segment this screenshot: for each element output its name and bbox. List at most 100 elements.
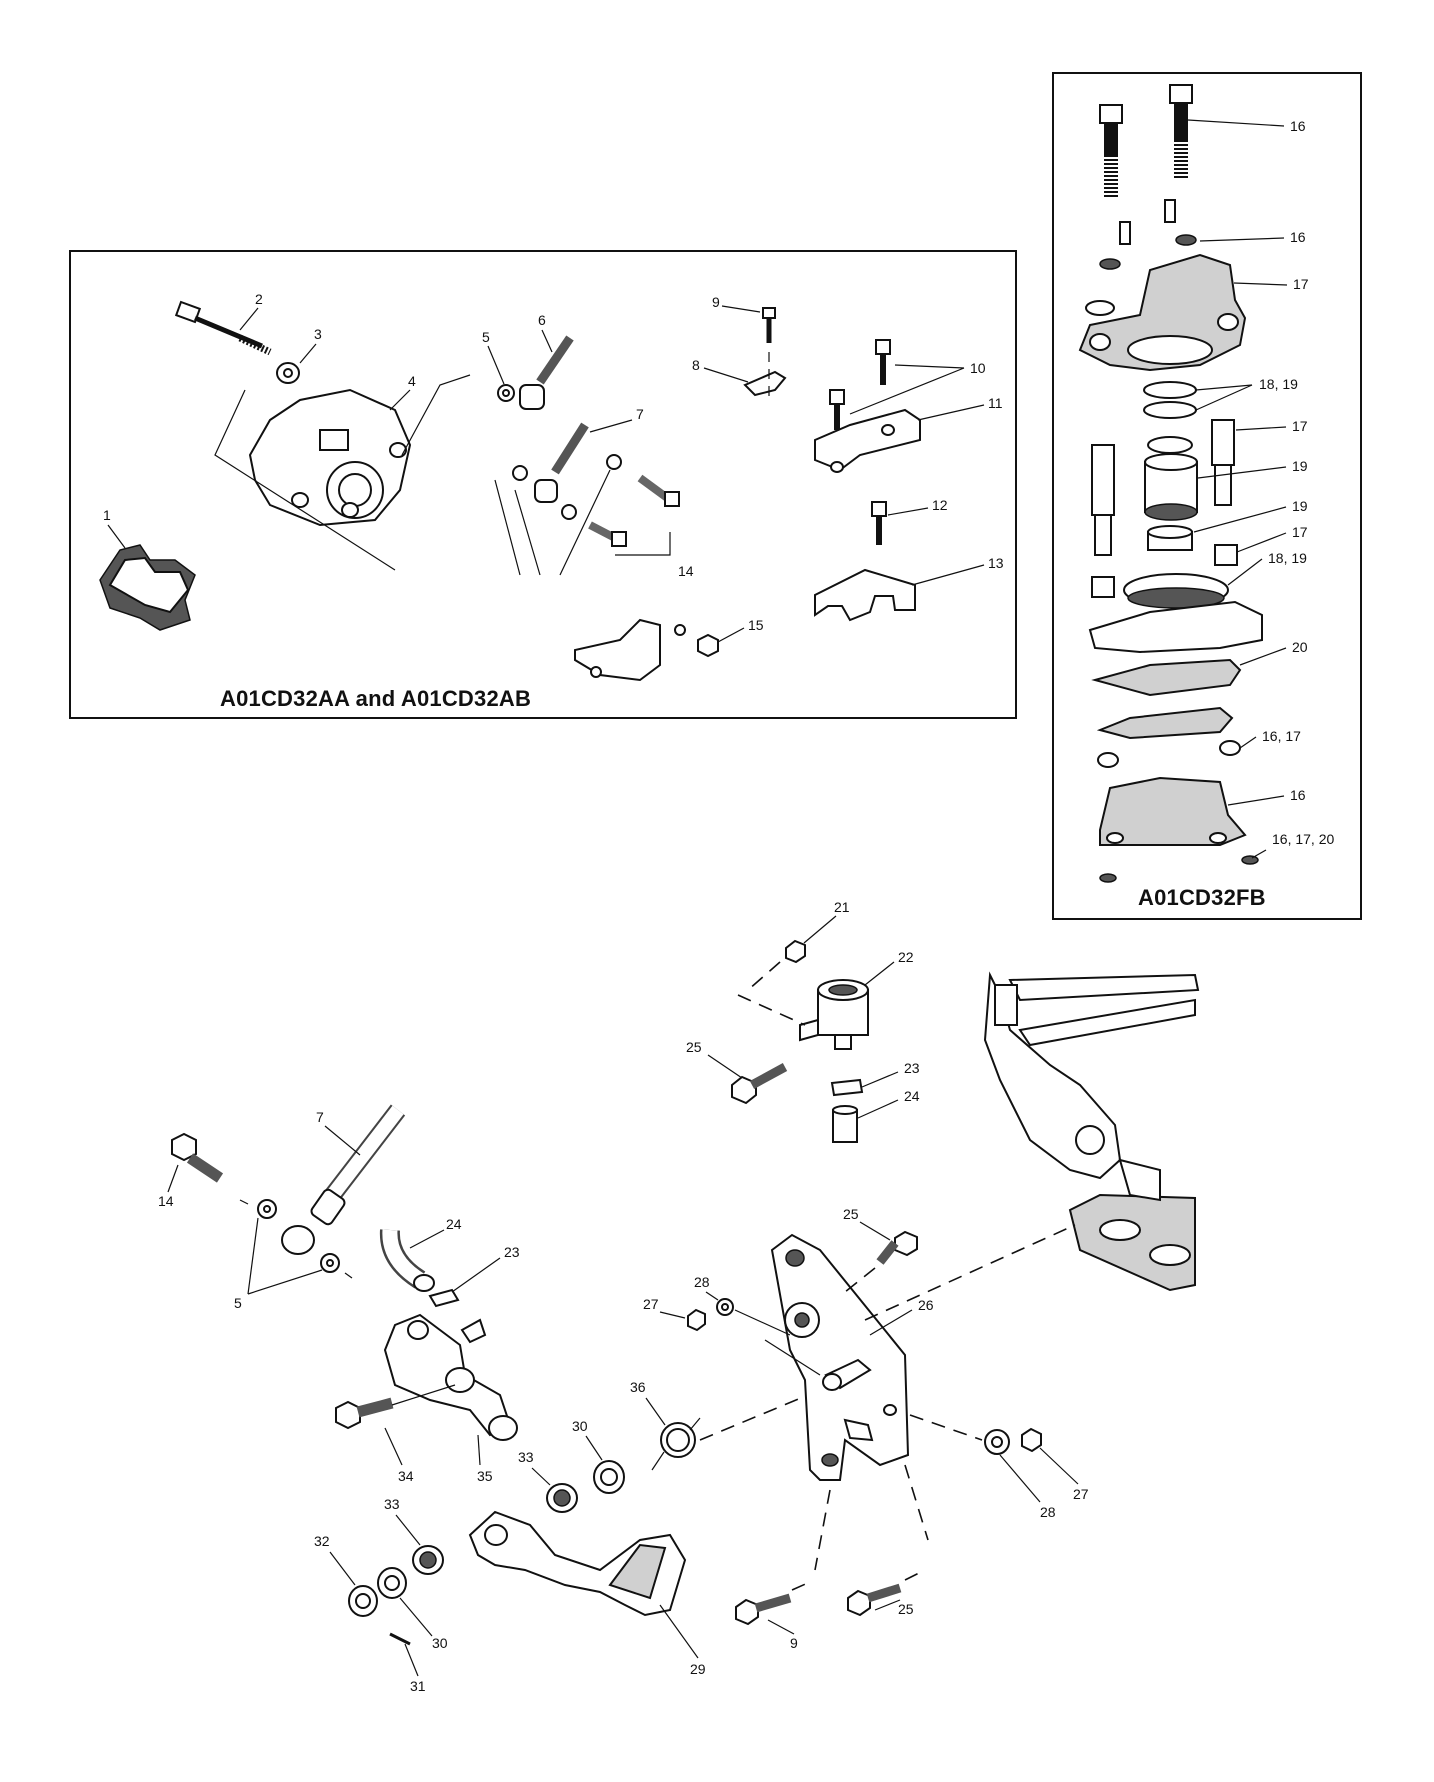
screw-25b-drawing (876, 1230, 918, 1265)
callout-main-35: 35 (477, 1468, 493, 1484)
callout-fb-16a: 16 (1290, 118, 1306, 134)
brake-hose-7-drawing (534, 422, 589, 503)
mount-bracket-drawing (574, 618, 661, 682)
caliper-bracket-fb-drawing (1099, 776, 1247, 846)
callout-aa-1: 1 (103, 507, 111, 523)
callout-main-25a: 25 (686, 1039, 702, 1055)
main-assembly-group (171, 939, 1200, 1646)
inset-frame-aa-ab (69, 250, 1017, 719)
callout-main-28b: 28 (1040, 1504, 1056, 1520)
reservoir-22-drawing (799, 979, 869, 1050)
callout-aa-5: 5 (482, 329, 490, 345)
vehicle-frame-drawing (983, 971, 1200, 1292)
callout-main-30a: 30 (572, 1418, 588, 1434)
callout-aa-3: 3 (314, 326, 322, 342)
callout-fb-19b: 19 (1292, 498, 1308, 514)
callout-main-25c: 25 (898, 1601, 914, 1617)
caliper-aa-ab-group (99, 300, 921, 682)
bolt-12-drawing (871, 501, 887, 545)
long-bolts-drawing (1099, 84, 1193, 198)
callout-aa-11: 11 (988, 395, 1003, 411)
callout-aa-10: 10 (970, 360, 986, 376)
callout-main-27b: 27 (1073, 1486, 1089, 1502)
callout-main-9: 9 (790, 1635, 798, 1651)
callout-aa-13: 13 (988, 555, 1004, 571)
spring-36-drawing (651, 1417, 701, 1471)
clip-8-drawing (743, 370, 787, 397)
brake-pad-face (108, 556, 190, 614)
callout-main-27a: 27 (643, 1296, 659, 1312)
nut-27a-drawing (687, 1308, 706, 1332)
nut-27b-drawing (1021, 1427, 1042, 1453)
pad-plate-drawing (1088, 600, 1263, 654)
callout-fb-20: 20 (1292, 639, 1308, 655)
callout-main-31: 31 (410, 1678, 426, 1694)
caliper-housing-fb-drawing (1078, 253, 1247, 372)
bolts-10-drawing (829, 339, 891, 430)
brake-pad-upper-drawing (1091, 658, 1242, 697)
caliper-fb-group (1078, 84, 1263, 883)
callout-main-24a: 24 (904, 1088, 920, 1104)
callout-main-23a: 23 (904, 1060, 920, 1076)
cotter-pin-31-drawing (389, 1632, 411, 1646)
caliper-bolt-drawing (174, 300, 272, 356)
nut-15-drawing (697, 633, 719, 658)
callout-aa-2: 2 (255, 291, 263, 307)
callouts-aa-ab: 1 2 3 4 5 6 7 8 9 10 11 12 13 (103, 291, 1004, 643)
clamp-11-drawing (814, 408, 921, 473)
callout-fb-17b: 17 (1292, 418, 1308, 434)
callout-main-25b: 25 (843, 1206, 859, 1222)
callout-main-36: 36 (630, 1379, 646, 1395)
callouts-main: 21 22 25 23 24 7 14 5 24 23 25 26 28 (158, 899, 1089, 1694)
callout-aa-9: 9 (712, 294, 720, 310)
callout-main-22: 22 (898, 949, 914, 965)
callout-main-29: 29 (690, 1661, 706, 1677)
callout-main-33a: 33 (518, 1449, 534, 1465)
callout-main-33b: 33 (384, 1496, 400, 1512)
callout-main-24b: 24 (446, 1216, 462, 1232)
inset-caption-fb: A01CD32FB (1138, 885, 1266, 910)
callout-aa-4: 4 (408, 373, 416, 389)
callout-fb-16-17: 16, 17 (1262, 728, 1301, 744)
callout-main-21: 21 (834, 899, 850, 915)
screw-25a-drawing (731, 1063, 788, 1105)
callout-fb-16-17-20: 16, 17, 20 (1272, 831, 1334, 847)
screw-25c-drawing (847, 1583, 902, 1617)
inset-caption-aa-ab: A01CD32AA and A01CD32AB (220, 686, 532, 711)
callout-aa-14: 14 (678, 563, 694, 579)
callout-aa-15: 15 (748, 617, 764, 633)
callout-fb-17c: 17 (1292, 524, 1308, 540)
clamp-13-drawing (814, 568, 916, 622)
callout-main-5: 5 (234, 1295, 242, 1311)
banjo-bolts-14-drawing (588, 474, 680, 547)
callout-fb-18-19a: 18, 19 (1259, 376, 1298, 392)
callout-aa-6: 6 (538, 312, 546, 328)
brake-pad-lower-drawing (1096, 706, 1234, 740)
callout-main-7: 7 (316, 1109, 324, 1125)
callout-main-30b: 30 (432, 1635, 448, 1651)
callout-main-14: 14 (158, 1193, 174, 1209)
master-cylinder-35-drawing (383, 1313, 518, 1441)
callout-main-23b: 23 (504, 1244, 520, 1260)
callout-aa-7: 7 (636, 406, 644, 422)
clamp-23b-drawing (428, 1288, 460, 1308)
callout-fb-18-19b: 18, 19 (1268, 550, 1307, 566)
bolt-14b-drawing (171, 1132, 224, 1183)
callout-fb-16b: 16 (1290, 229, 1306, 245)
callout-fb-19a: 19 (1292, 458, 1308, 474)
callouts-fb: 16 16 17 18, 19 17 19 19 17 18, 19 20 16… (1187, 118, 1334, 859)
caliper-body-drawing (248, 388, 412, 527)
callout-main-34: 34 (398, 1468, 414, 1484)
piston-drawing (1144, 453, 1198, 521)
clamp-23a-drawing (830, 1078, 864, 1097)
screw-9-drawing (762, 307, 776, 403)
brake-hose-7b-drawing (281, 1104, 406, 1255)
callout-aa-8: 8 (692, 357, 700, 373)
brake-hose-6-drawing (519, 335, 574, 410)
callout-main-32: 32 (314, 1533, 330, 1549)
callout-fb-16c: 16 (1290, 787, 1306, 803)
seal-ring-drawing (1123, 573, 1229, 609)
callout-main-28a: 28 (694, 1274, 710, 1290)
